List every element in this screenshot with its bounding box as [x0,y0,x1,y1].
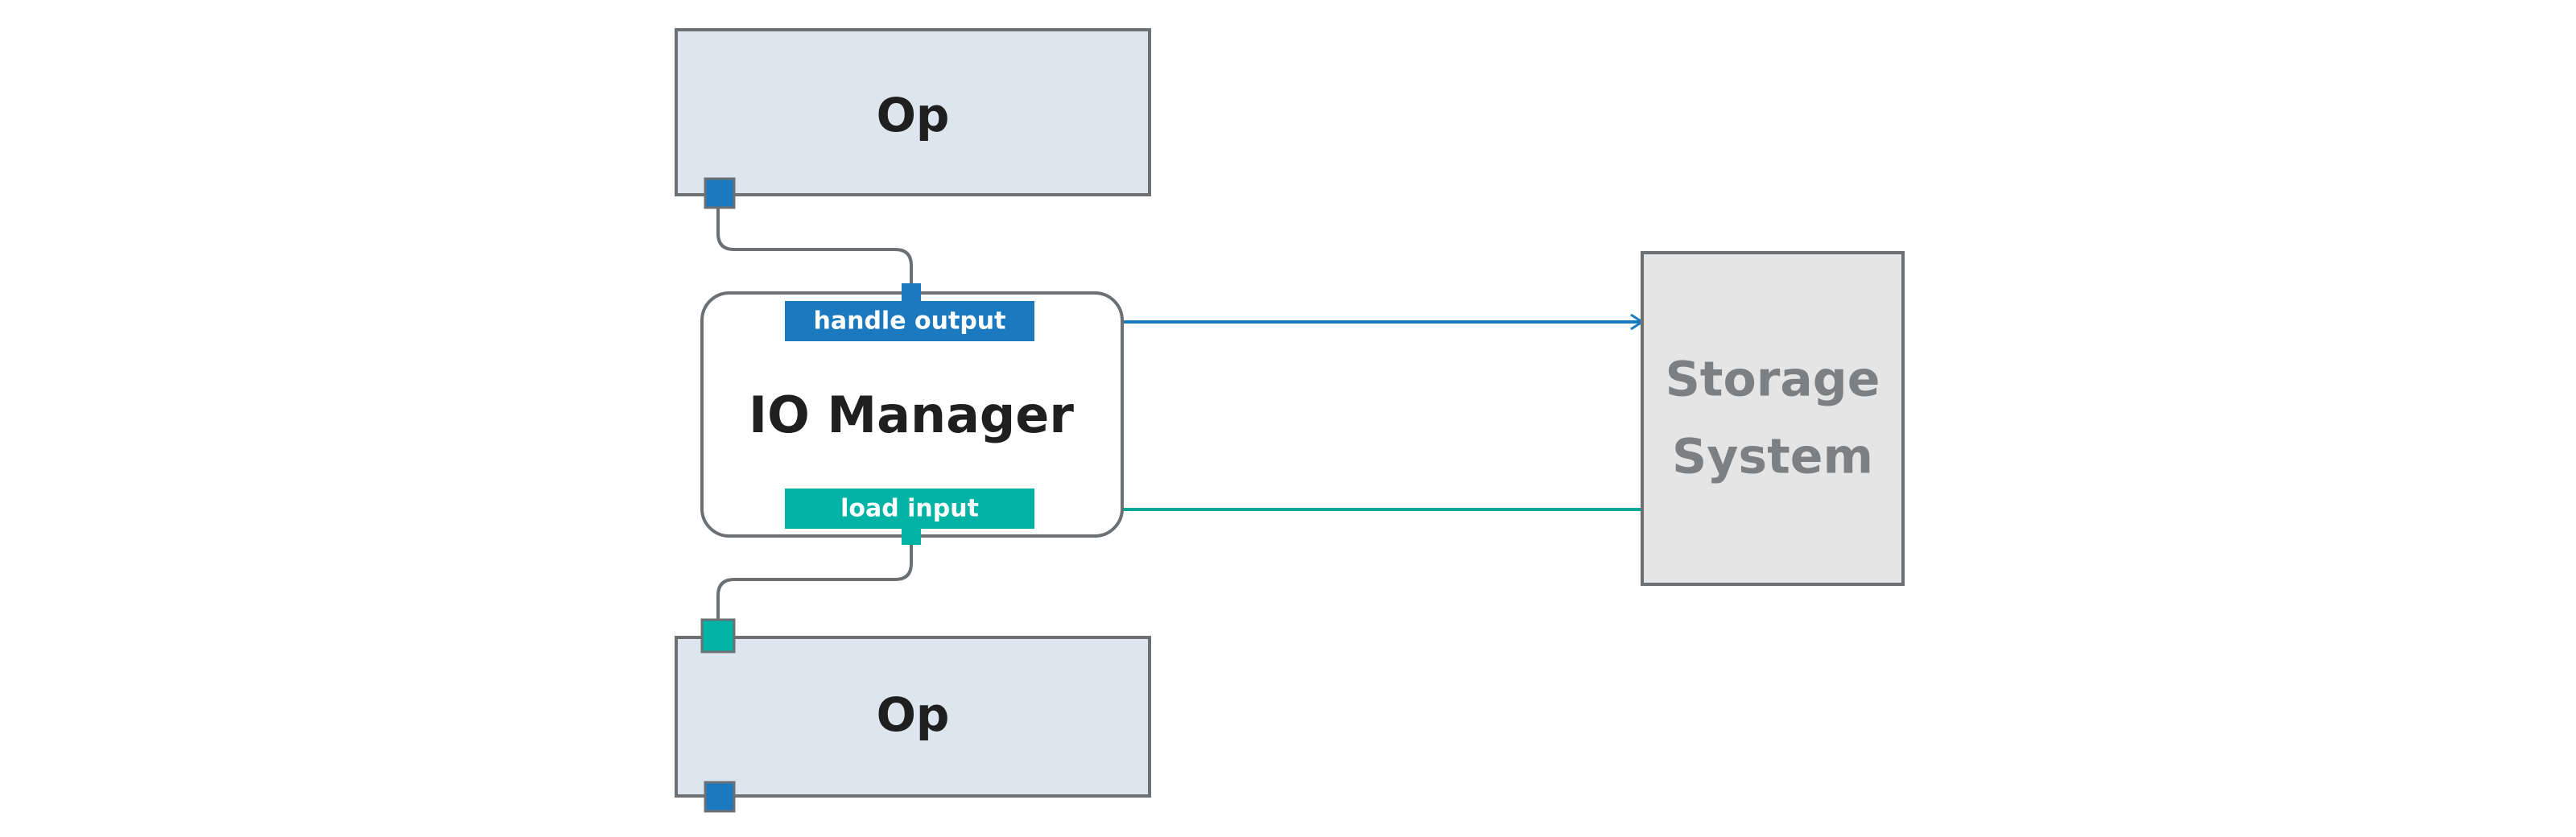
op-node-bottom[interactable]: Op [675,618,1151,813]
op-bottom-output-port [704,781,736,813]
storage-system-label-line2: System [1672,429,1873,485]
load-input-port-square [902,526,921,545]
connector-load-input-to-op [716,538,913,621]
load-input-block[interactable]: load input [785,489,1034,529]
storage-system-box [1641,251,1905,586]
op-node-top-label: Op [877,88,950,142]
storage-system-node[interactable]: Storage System [1641,251,1905,586]
io-manager-node[interactable]: handle output IO Manager load input [700,283,1124,545]
op-node-bottom-label: Op [877,687,950,742]
handle-output-block[interactable]: handle output [785,301,1034,341]
io-manager-label: IO Manager [749,386,1074,444]
storage-system-label-line1: Storage [1666,352,1880,408]
op-bottom-input-port [700,618,736,654]
handle-output-port-square [902,283,921,303]
op-node-top-box [675,28,1151,196]
handle-output-label: handle output [814,307,1006,336]
op-node-bottom-box [675,636,1151,798]
op-node-top[interactable]: Op [675,28,1151,209]
connector-op-to-handle-output [716,201,913,291]
load-input-label: load input [840,495,979,523]
op-top-output-port [704,177,736,209]
